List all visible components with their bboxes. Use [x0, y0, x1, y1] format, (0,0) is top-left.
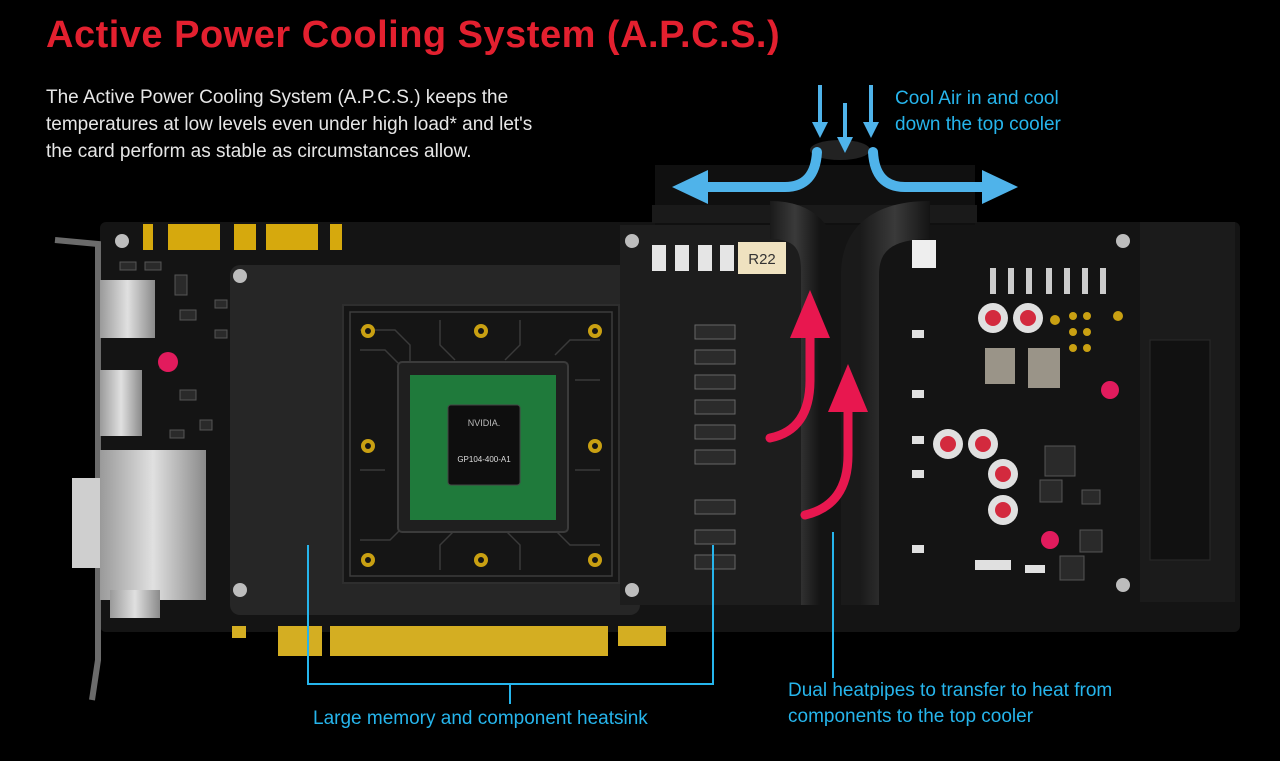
callout-line: Dual heatpipes to transfer to heat from — [788, 678, 1112, 704]
sli-connectors — [143, 224, 342, 250]
io-bracket — [55, 240, 98, 700]
description-line: the card perform as stable as circumstan… — [46, 138, 626, 165]
page-title: Active Power Cooling System (A.P.C.S.) — [46, 14, 780, 57]
heatpipes-callout: Dual heatpipes to transfer to heat from … — [788, 678, 1112, 730]
callout-line: Large memory and component heatsink — [313, 706, 648, 732]
heatsink-callout: Large memory and component heatsink — [313, 706, 648, 732]
callout-line: components to the top cooler — [788, 704, 1112, 730]
chip-model-label: GP104-400-A1 — [457, 455, 511, 464]
description-line: The Active Power Cooling System (A.P.C.S… — [46, 84, 626, 111]
cool-air-callout: Cool Air in and cool down the top cooler — [895, 86, 1061, 138]
description-line: temperatures at low levels even under hi… — [46, 111, 626, 138]
callout-line: down the top cooler — [895, 112, 1061, 138]
pcie-connector — [232, 626, 666, 656]
resistor-label: R22 — [748, 251, 776, 268]
description: The Active Power Cooling System (A.P.C.S… — [46, 84, 626, 165]
gpu-package — [343, 305, 619, 583]
chip-brand-label: NVIDIA. — [468, 418, 501, 428]
callout-line: Cool Air in and cool — [895, 86, 1061, 112]
